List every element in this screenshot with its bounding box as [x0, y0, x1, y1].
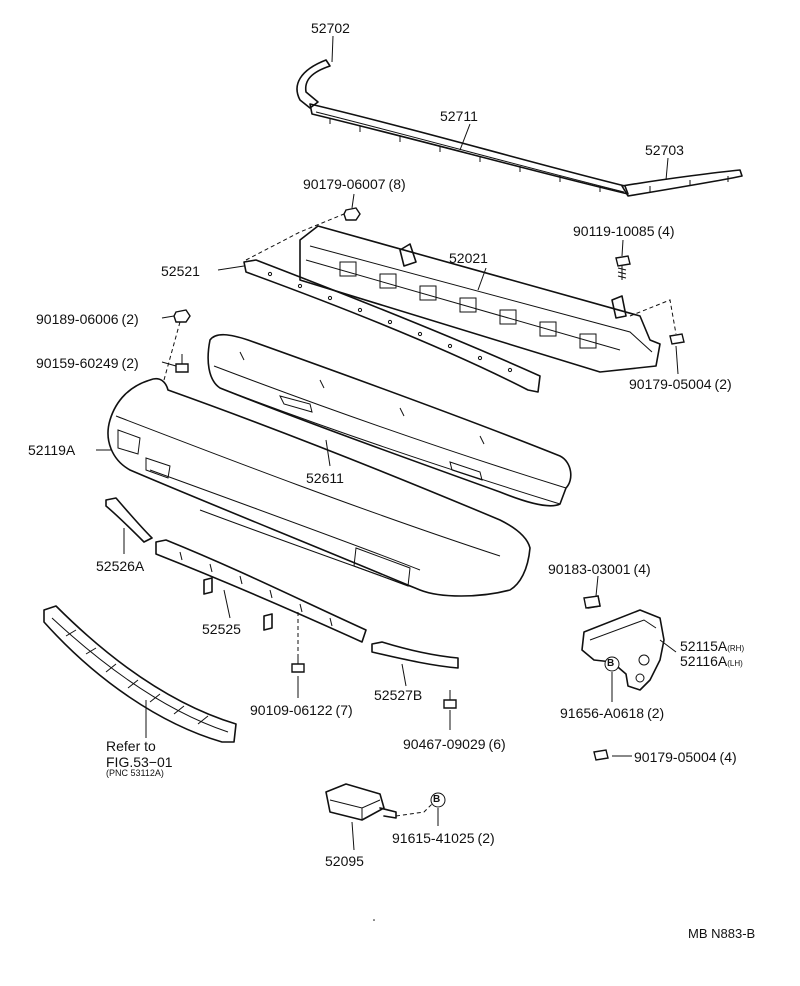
label-52116A[interactable]: 52116A(LH) [680, 653, 743, 669]
label-52525[interactable]: 52525 [202, 621, 241, 637]
part-52711-shape [309, 103, 629, 195]
part-52703-shape [621, 169, 743, 197]
diagram-code: MB N883-B [688, 926, 756, 941]
part-52115A-shape [581, 595, 665, 691]
part-52525-shape [155, 539, 367, 643]
label-52702[interactable]: 52702 [311, 20, 350, 36]
part-52702-shape [296, 59, 331, 109]
part-52527B-shape [371, 641, 459, 669]
label-52115A[interactable]: 52115A(RH) [680, 638, 745, 654]
reference-line-2[interactable]: FIG.53−01 [106, 754, 173, 770]
callout-b-52095: B [433, 794, 441, 805]
label-90159-60249[interactable]: 90159-60249(2) [36, 355, 139, 371]
fasteners [173, 207, 685, 761]
label-90109-06122[interactable]: 90109-06122(7) [250, 702, 353, 718]
reference-line-3: (PNC 53112A) [106, 768, 164, 778]
label-52703[interactable]: 52703 [645, 142, 684, 158]
leader-lines [96, 35, 679, 851]
callout-b-circles [430, 656, 620, 808]
part-52095-shape [325, 783, 397, 821]
label-90183-03001[interactable]: 90183-03001(4) [548, 561, 651, 577]
part-52521-shape [243, 259, 541, 393]
callout-b-bracket: B [607, 658, 615, 669]
grille-shape [43, 605, 237, 743]
label-52119A[interactable]: 52119A [28, 442, 76, 458]
label-52521[interactable]: 52521 [161, 263, 200, 279]
label-52095[interactable]: 52095 [325, 853, 364, 869]
label-90119-10085[interactable]: 90119-10085(4) [573, 223, 675, 239]
part-52119A-shape [107, 377, 531, 597]
label-52526A[interactable]: 52526A [96, 558, 145, 574]
label-91656-A0618[interactable]: 91656-A0618(2) [560, 705, 665, 721]
part-52526A-shape [105, 497, 153, 543]
label-90179-05004-a[interactable]: 90179-05004(2) [629, 376, 732, 392]
label-52611[interactable]: 52611 [306, 470, 344, 486]
assembly-lines [163, 213, 677, 817]
part-52021-shape [299, 225, 661, 373]
label-90189-06006[interactable]: 90189-06006(2) [36, 311, 139, 327]
part-52611-shape [207, 333, 572, 507]
label-52711[interactable]: 52711 [440, 108, 478, 124]
label-90467-09029[interactable]: 90467-09029(6) [403, 736, 506, 752]
label-90179-05004-b[interactable]: 90179-05004(4) [634, 749, 737, 765]
label-52527B[interactable]: 52527B [374, 687, 423, 703]
label-90179-06007[interactable]: 90179-06007(8) [303, 176, 406, 192]
reference-line-1: Refer to [106, 738, 156, 754]
label-91615-41025[interactable]: 91615-41025(2) [392, 830, 495, 846]
label-52021[interactable]: 52021 [449, 250, 488, 266]
